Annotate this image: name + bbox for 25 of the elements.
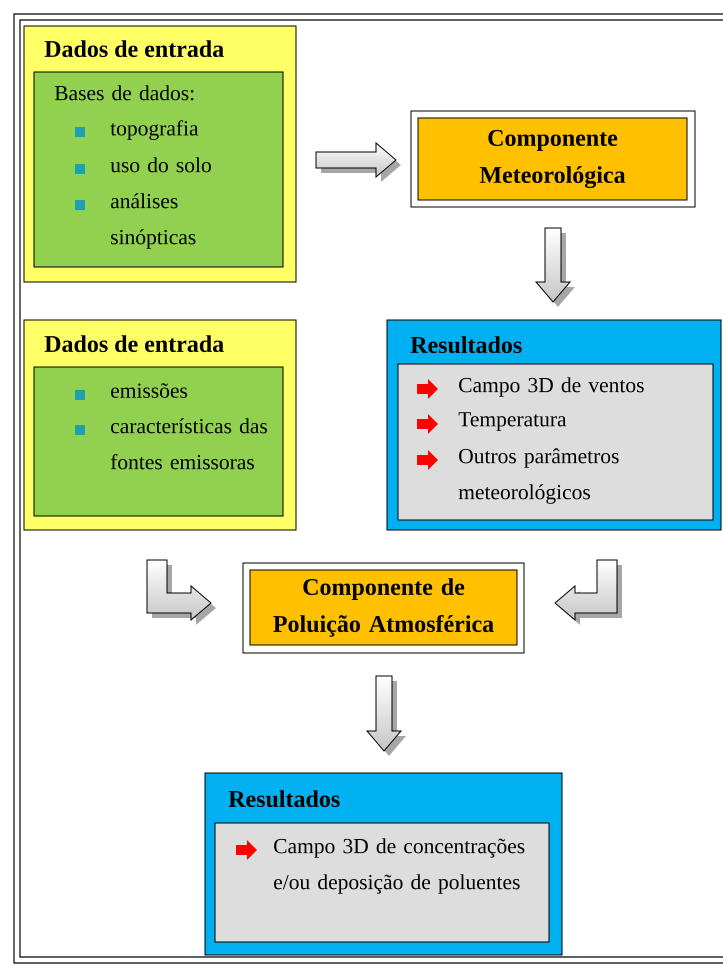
list-box	[398, 364, 714, 520]
list-item: Temperatura	[458, 412, 566, 431]
list-item: Campo 3D de ventos	[459, 377, 644, 397]
box-heading: Dados de entrada	[44, 40, 224, 58]
box-heading: Dados de entrada	[44, 335, 224, 352]
list-box	[214, 822, 550, 942]
process-box: Componente de Poluição Atmosférica	[242, 562, 524, 654]
list-item: uso do solo	[110, 157, 211, 172]
process-box: Componente Meteorológica	[410, 110, 696, 208]
list-item: Campo 3D de concentrações e/ou deposição de poluentes	[274, 838, 524, 894]
block-arrow	[366, 676, 406, 756]
list-heading: Bases de dados:	[54, 85, 194, 100]
block-arrow	[146, 560, 216, 625]
block-arrow	[554, 560, 622, 625]
list-item: Outros parâmetros meteorológicos	[458, 448, 619, 504]
box-heading: Resultados	[228, 790, 340, 808]
box-heading: Resultados	[410, 336, 522, 354]
list-item: análises sinópticas	[110, 193, 196, 249]
list-box	[34, 72, 284, 268]
block-arrow	[534, 228, 575, 307]
list-item: emissões	[111, 383, 188, 398]
list-box	[34, 366, 284, 516]
list-item: características das fontes emissoras	[110, 418, 268, 470]
list-item: topografia	[110, 120, 198, 140]
block-arrow	[316, 142, 401, 182]
